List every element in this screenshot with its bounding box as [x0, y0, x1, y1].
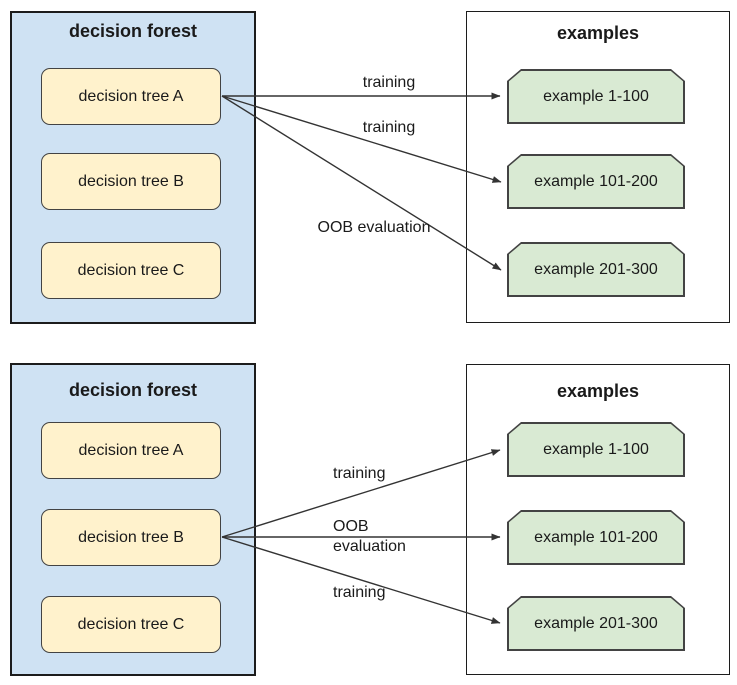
arrow-label-bottom-1: training: [333, 465, 386, 482]
example-node-label: example 1-100: [509, 424, 684, 476]
example-node-3-top: example 201-300: [507, 242, 685, 297]
example-node-label: example 1-100: [509, 71, 684, 123]
example-node-2-top: example 101-200: [507, 154, 685, 209]
tree-node-label: decision tree C: [77, 615, 185, 633]
arrow-label-top-1: training: [362, 74, 416, 91]
example-node-1-top: example 1-100: [507, 69, 685, 124]
forest-title-top: decision forest: [68, 21, 198, 41]
arrow-label-bottom-3: training: [333, 584, 386, 601]
tree-node-label: decision tree A: [78, 87, 184, 105]
tree-node-c-bottom: decision tree C: [41, 596, 221, 653]
example-node-label: example 201-300: [509, 598, 684, 650]
arrow-top-training-2: [221, 95, 502, 183]
arrow-label-bottom-2: OOB evaluation: [333, 518, 406, 555]
example-node-2-bottom: example 101-200: [507, 510, 685, 565]
tree-node-label: decision tree A: [78, 441, 184, 459]
example-node-label: example 201-300: [509, 244, 684, 296]
examples-title-bottom: examples: [556, 381, 640, 401]
tree-node-a-bottom: decision tree A: [41, 422, 221, 479]
tree-node-label: decision tree B: [78, 172, 184, 190]
tree-node-b-top: decision tree B: [41, 153, 221, 210]
tree-node-b-bottom: decision tree B: [41, 509, 221, 566]
tree-node-c-top: decision tree C: [41, 242, 221, 299]
example-node-1-bottom: example 1-100: [507, 422, 685, 477]
tree-node-a-top: decision tree A: [41, 68, 221, 125]
example-node-label: example 101-200: [509, 512, 684, 564]
arrow-label-top-2: training: [362, 119, 416, 136]
forest-title-bottom: decision forest: [68, 380, 198, 400]
tree-node-label: decision tree C: [77, 261, 185, 279]
example-node-label: example 101-200: [509, 156, 684, 208]
examples-title-top: examples: [556, 23, 640, 43]
arrow-label-top-3: OOB evaluation: [317, 219, 431, 236]
tree-node-label: decision tree B: [78, 528, 184, 546]
example-node-3-bottom: example 201-300: [507, 596, 685, 651]
